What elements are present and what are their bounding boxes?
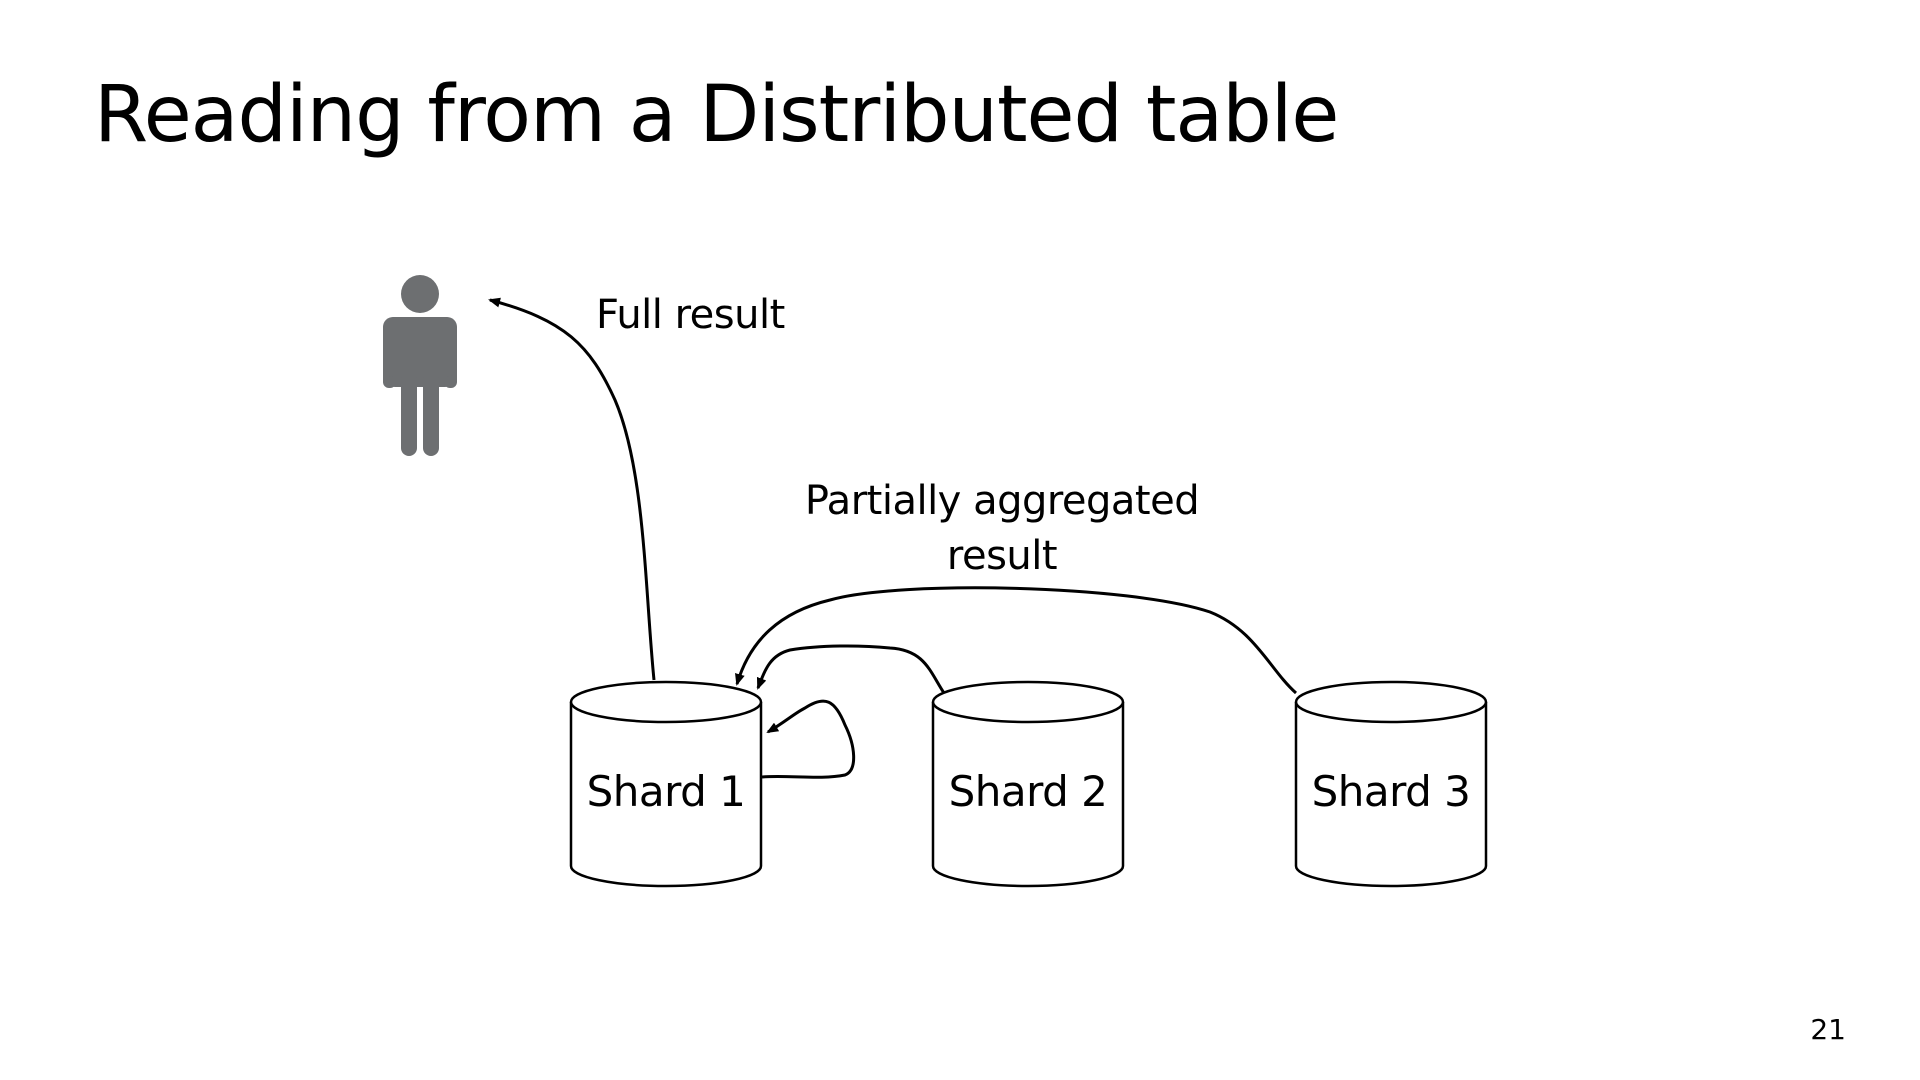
full-result-label: Full result xyxy=(596,292,785,338)
shard3-to-shard1-arrow xyxy=(735,586,1297,695)
person-icon xyxy=(383,275,457,456)
shard-2-cylinder: Shard 2 xyxy=(931,680,1125,888)
slide-title: Reading from a Distributed table xyxy=(94,70,1339,160)
full-result-arrow xyxy=(488,297,656,681)
shard-3-label: Shard 3 xyxy=(1312,767,1471,816)
partial-result-label-line1: Partially aggregated xyxy=(805,478,1199,524)
page-number: 21 xyxy=(1810,1013,1846,1046)
shard-2-label: Shard 2 xyxy=(949,767,1108,816)
shard1-self-arrow xyxy=(761,699,856,779)
partial-result-label-line2: result xyxy=(947,533,1057,579)
shard-1-cylinder: Shard 1 xyxy=(569,680,763,888)
shard-3-cylinder: Shard 3 xyxy=(1294,680,1488,888)
shard2-to-shard1-arrow xyxy=(756,644,946,694)
shard-1-label: Shard 1 xyxy=(587,767,746,816)
